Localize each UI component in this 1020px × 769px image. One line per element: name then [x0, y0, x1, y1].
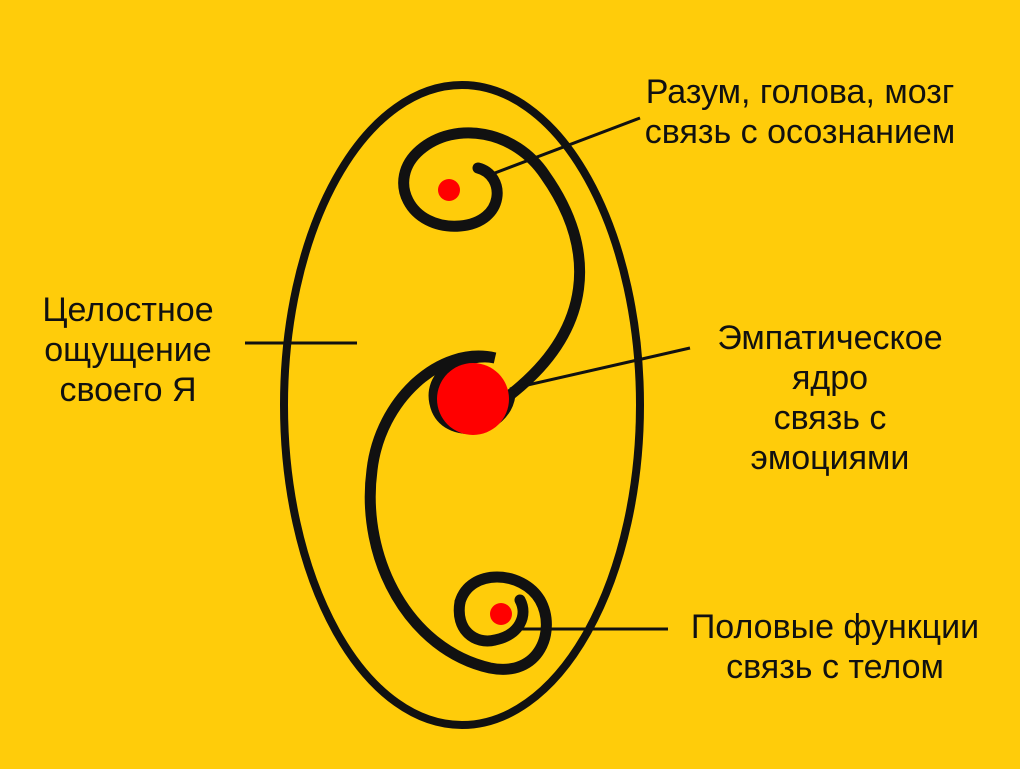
core-center-dot — [437, 363, 509, 435]
mind-label-line-2: связь с осознанием — [600, 112, 1000, 152]
core-label-line-4: эмоциями — [680, 438, 980, 478]
body-center-dot — [490, 603, 512, 625]
body-label-line-2: связь с телом — [660, 647, 1010, 687]
core-label-line-2: ядро — [680, 358, 980, 398]
core-label-line-3: связь с — [680, 398, 980, 438]
self-label-line-1: Целостное — [8, 290, 248, 330]
mind-center-dot — [438, 179, 460, 201]
self-label-line-2: ощущение — [8, 330, 248, 370]
self-label: Целостное ощущение своего Я — [8, 290, 248, 410]
mind-label-line-1: Разум, голова, мозг — [600, 72, 1000, 112]
body-label-line-1: Половые функции — [660, 607, 1010, 647]
core-label: Эмпатическое ядро связь с эмоциями — [680, 318, 980, 478]
body-label: Половые функции связь с телом — [660, 607, 1010, 687]
bottom-spiral — [459, 600, 523, 641]
mind-label: Разум, голова, мозг связь с осознанием — [600, 72, 1000, 152]
self-label-line-3: своего Я — [8, 370, 248, 410]
core-label-line-1: Эмпатическое — [680, 318, 980, 358]
